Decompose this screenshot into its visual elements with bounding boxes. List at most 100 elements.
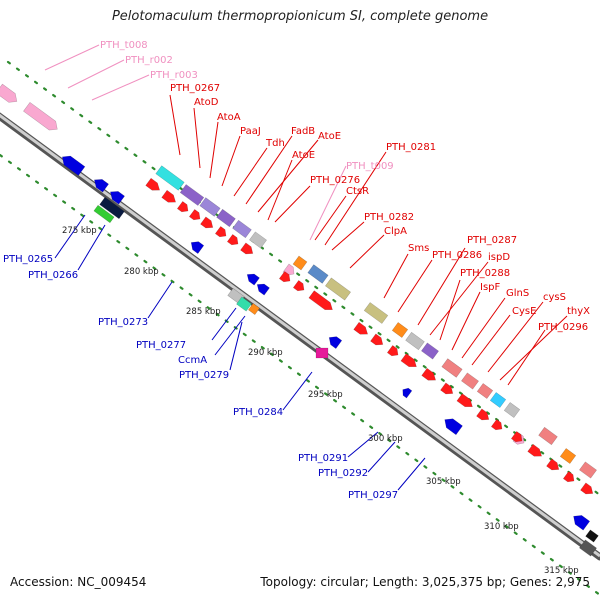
function-category-box [579,539,597,557]
forward-gene-arrow [226,234,239,246]
reverse-gene-arrow [573,515,591,531]
function-category-box [307,264,329,284]
reverse-gene-arrow [190,241,205,254]
reverse-gene-arrow [402,387,413,399]
gene-label: PTH_0266 [28,270,78,281]
forward-gene-arrow [400,353,417,368]
kbp-label-285: 285 kbp [186,307,221,317]
function-category-box [405,331,425,351]
gene-label: ispD [488,252,510,263]
function-category-box [155,165,185,191]
gene-label: CtsR [346,186,369,197]
kbp-label-305: 305 kbp [426,477,461,487]
kbp-label-275: 275 kbp [62,226,97,236]
forward-gene-arrow [308,290,333,311]
function-category-box [538,426,558,446]
function-category-box [476,383,494,399]
forward-gene-arrow [580,482,594,495]
forward-gene-arrow [510,431,523,443]
gene-label: CysE [512,306,536,317]
genome-summary-text: Topology: circular; Length: 3,025,375 bp… [260,575,590,589]
gene-label: PTH_0296 [538,322,588,333]
gene-label: PTH_0276 [310,175,360,186]
function-category-box [461,372,479,390]
function-category-box [579,461,597,479]
forward-gene-arrow [292,280,305,292]
gene-label: PTH_0279 [179,370,229,381]
forward-gene-arrow [214,226,227,238]
gene-label: IspF [480,282,501,293]
kbp-label-315: 315 kbp [544,566,579,576]
gene-label: AtoA [217,112,241,123]
reverse-gene-arrow [62,155,86,176]
function-category-box [292,255,308,271]
gene-label: GlnS [506,288,529,299]
reverse-gene-arrow [94,179,109,193]
guide-tracks [0,60,600,597]
gene-label: PTH_0291 [298,453,348,464]
reverse-gene-arrow [246,273,260,286]
forward-gene-arrow [440,382,454,395]
function-category-box [199,197,221,217]
function-category-box [232,219,252,239]
gene-label: FadB [291,126,315,137]
gene-label: thyX [567,306,590,317]
forward-gene-arrow [161,189,176,203]
gene-label: PTH_0287 [467,235,517,246]
forward-gene-arrow [527,443,542,457]
forward-gene-arrow [456,393,473,408]
function-category-box [503,402,521,418]
forward-gene-arrow [476,408,490,421]
gene-label: PaaJ [240,126,261,137]
gene-label: AtoE [292,150,315,161]
forward-gene-arrow [386,345,399,357]
forward-gene-arrow [490,419,503,431]
forward-gene-arrow [421,367,436,381]
function-category-box [441,358,463,378]
function-category-box [179,184,205,206]
gene-label: cysS [543,292,566,303]
kbp-scale: 275 kbp 280 kbp 285 kbp 290 kbp 295 kbp … [62,226,579,576]
function-category-box [325,277,351,301]
reverse-gene-arrow [256,283,270,296]
gene-labels: PTH_t008 PTH_r002 PTH_r003 PTH_t009 PTH_… [3,40,590,501]
forward-gene-arrow [240,242,254,255]
reverse-gene-arrow [444,418,463,436]
kbp-label-295: 295 kbp [308,390,343,400]
function-category-box [559,448,577,464]
gene-label: PTH_0297 [348,490,398,501]
kbp-label-280: 280 kbp [124,267,159,277]
accession-text: Accession: NC_009454 [10,575,147,589]
gene-label: PTH_0288 [460,268,510,279]
forward-gene-arrow [353,321,368,335]
function-category-box [248,303,260,315]
reverse-gene-arrow [328,336,343,349]
gene-label: PTH_0281 [386,142,436,153]
gene-label: CcmA [178,355,207,366]
gene-label: PTH_0282 [364,212,414,223]
gene-features [0,83,599,557]
forward-gene-arrow [176,201,189,213]
gene-label: PTH_0292 [318,468,368,479]
gene-label: PTH_0273 [98,317,148,328]
guide-track-outer [6,60,600,497]
rna-feature [23,101,58,131]
function-category-box [249,231,267,249]
function-category-box [391,322,409,338]
gene-label: PTH_t008 [100,40,148,51]
kbp-label-290: 290 kbp [248,348,283,358]
rna-feature [0,83,18,103]
gene-label: Sms [408,243,429,254]
function-category-box [585,529,599,543]
gene-label: AtoD [194,97,219,108]
leader-lines [44,44,568,491]
genome-backbone [0,112,600,561]
guide-track-inner [0,153,600,597]
gene-label: PTH_t009 [346,161,394,172]
gene-label: PTH_0277 [136,340,186,351]
forward-gene-arrow [278,271,291,283]
gene-label: ClpA [384,226,407,237]
gene-label: PTH_0267 [170,83,220,94]
